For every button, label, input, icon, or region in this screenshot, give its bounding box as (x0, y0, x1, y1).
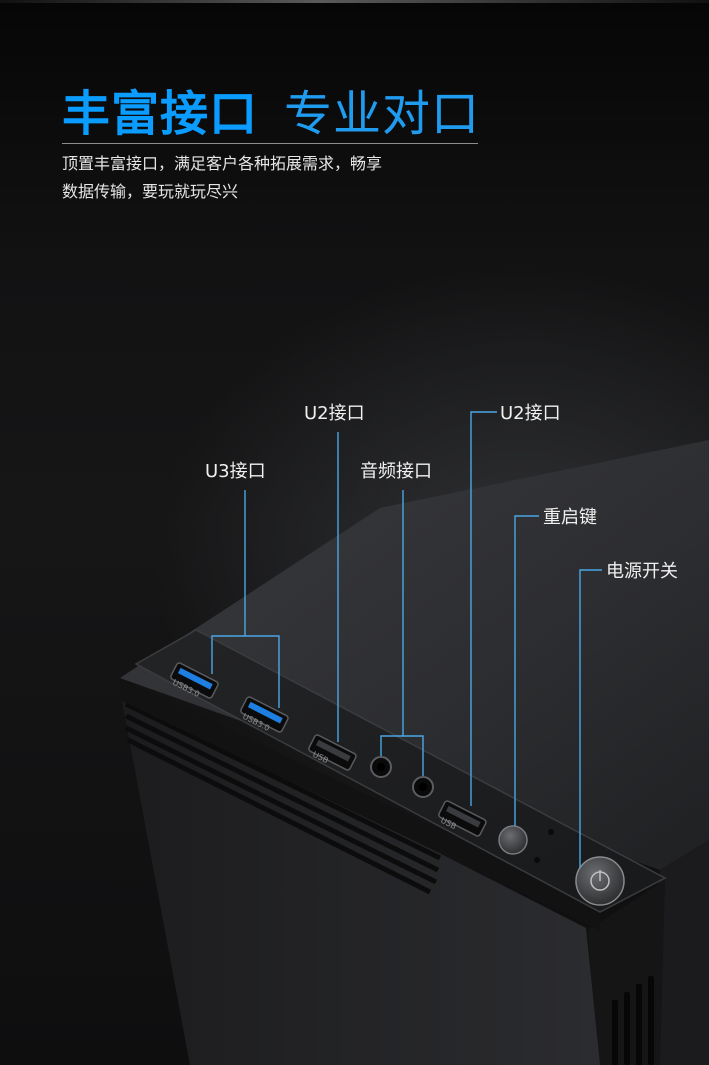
headline: 丰富接口专业对口 (62, 84, 480, 144)
top-edge-line (0, 0, 709, 3)
io-panel (134, 629, 667, 913)
front-vent (124, 701, 442, 895)
headline-divider (62, 143, 478, 144)
callout-u2-right: U2接口 (500, 403, 561, 424)
callout-power: 电源开关 (606, 561, 678, 582)
headline-light: 专业对口 (284, 86, 481, 142)
subtitle-line-2: 数据传输，要玩就玩尽兴 (62, 182, 239, 201)
callout-u3: U3接口 (205, 461, 266, 482)
callout-reset: 重启键 (543, 507, 597, 528)
callout-lines (211, 411, 602, 868)
reset-button-shape (498, 825, 528, 855)
usb3-port-b (240, 696, 289, 733)
headline-subtitle: 顶置丰富接口，满足客户各种拓展需求，畅享 数据传输，要玩就玩尽兴 (62, 150, 482, 206)
subtitle-line-1: 顶置丰富接口，满足客户各种拓展需求，畅享 (62, 154, 383, 173)
usb3-port-a (170, 662, 219, 699)
usb2-port-b (438, 800, 487, 837)
callout-u2-left: U2接口 (304, 403, 365, 424)
usb2-port-a (308, 734, 357, 771)
side-vents (612, 976, 654, 1065)
headline-strong: 丰富接口 (62, 86, 259, 142)
callout-audio: 音频接口 (360, 461, 432, 482)
audio-jacks (370, 756, 434, 798)
case-top (120, 440, 709, 870)
